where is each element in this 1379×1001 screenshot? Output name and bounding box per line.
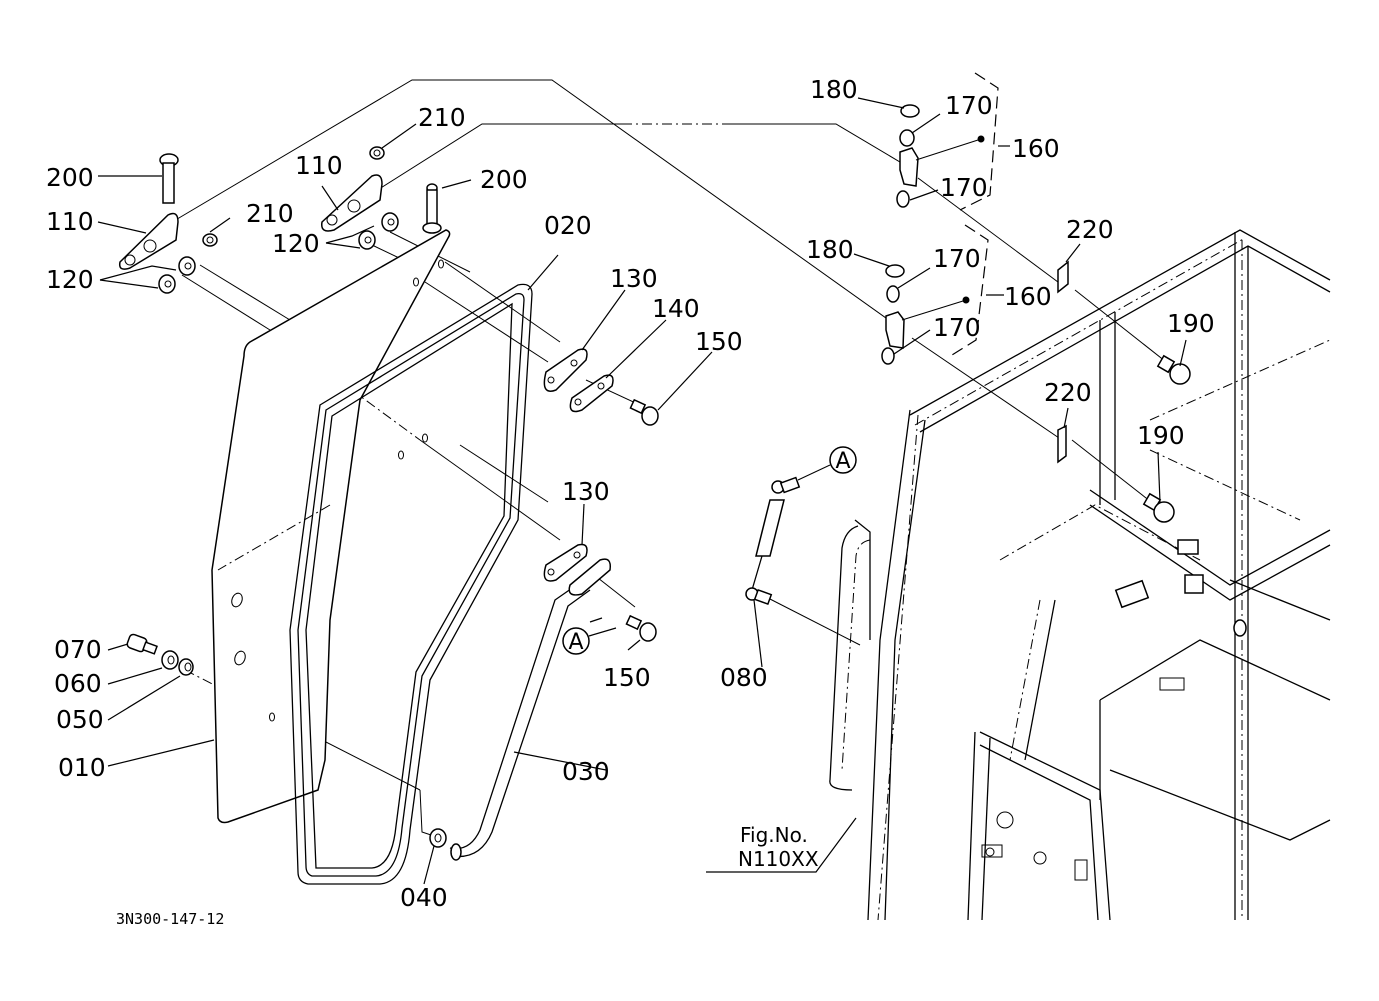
hinge-bracket-110-right [321, 174, 383, 232]
callout-220: 220 [1066, 215, 1114, 244]
reference-dot [962, 296, 970, 304]
plate-140 [569, 374, 614, 413]
figure-reference: Fig.No. N110XX [738, 823, 819, 871]
reference-marker-a-upper: A [829, 446, 857, 474]
callout-190: 190 [1137, 421, 1185, 450]
bushing-050 [178, 658, 194, 676]
callout-200: 200 [46, 163, 94, 192]
callout-030: 030 [562, 757, 610, 786]
callout-120: 120 [272, 229, 320, 258]
weather-strip-020 [289, 283, 533, 885]
reference-marker-label: A [568, 630, 583, 655]
callout-060: 060 [54, 669, 102, 698]
callout-110: 110 [46, 207, 94, 236]
callout-130: 130 [610, 264, 658, 293]
callout-150: 150 [695, 327, 743, 356]
callout-170: 170 [933, 313, 981, 342]
drawing-code: 3N300-147-12 [116, 910, 224, 928]
callout-170: 170 [940, 173, 988, 202]
callout-020: 020 [544, 211, 592, 240]
screw-150-upper [629, 398, 659, 426]
callout-150: 150 [603, 663, 651, 692]
shim-220-upper [1057, 260, 1069, 294]
screw-150-lower [625, 614, 657, 642]
figure-reference-label: Fig.No. [740, 823, 808, 847]
callout-180: 180 [806, 235, 854, 264]
callout-210: 210 [418, 103, 466, 132]
callout-050: 050 [56, 705, 104, 734]
callout-140: 140 [652, 294, 700, 323]
figure-reference-number: N110XX [738, 847, 819, 871]
callout-170: 170 [933, 244, 981, 273]
reference-dot [977, 135, 985, 143]
bolt-190-lower [1142, 492, 1175, 523]
washer-120-left [158, 256, 196, 294]
handrail-030 [449, 583, 591, 861]
callout-160: 160 [1004, 282, 1052, 311]
reference-marker-label: A [835, 449, 850, 474]
callout-220: 220 [1044, 378, 1092, 407]
washer-120-right [358, 212, 399, 250]
callout-120: 120 [46, 265, 94, 294]
callout-180: 180 [810, 75, 858, 104]
shim-220-lower [1057, 424, 1067, 464]
callout-170: 170 [945, 91, 993, 120]
callout-010: 010 [58, 753, 106, 782]
pin-200-left [159, 153, 179, 204]
callout-110: 110 [295, 151, 343, 180]
cab-frame [829, 229, 1331, 921]
reference-marker-a-lower: A [562, 627, 617, 655]
bolt-070 [126, 633, 158, 655]
bolt-190-upper [1156, 354, 1191, 385]
plate-130-upper [543, 348, 588, 392]
callout-labels: 200 110 120 210 110 210 200 120 020 130 … [46, 75, 1215, 912]
hinge-assembly-160-upper [896, 72, 999, 211]
washer-060 [161, 650, 179, 670]
callout-080: 080 [720, 663, 768, 692]
callout-leaders [97, 97, 1187, 885]
pin-200-right [422, 183, 442, 234]
callout-160: 160 [1012, 134, 1060, 163]
callout-130: 130 [562, 477, 610, 506]
callout-200: 200 [480, 165, 528, 194]
nut-210-right [369, 146, 385, 160]
door-glass-010 [211, 229, 451, 824]
nut-210-left [202, 233, 218, 247]
callout-210: 210 [246, 199, 294, 228]
washer-040 [429, 828, 447, 848]
callout-070: 070 [54, 635, 102, 664]
callout-190: 190 [1167, 309, 1215, 338]
hinge-bracket-110-left [118, 212, 179, 270]
callout-040: 040 [400, 883, 448, 912]
handrail-bracket [568, 558, 612, 596]
gas-damper-080 [745, 464, 831, 606]
